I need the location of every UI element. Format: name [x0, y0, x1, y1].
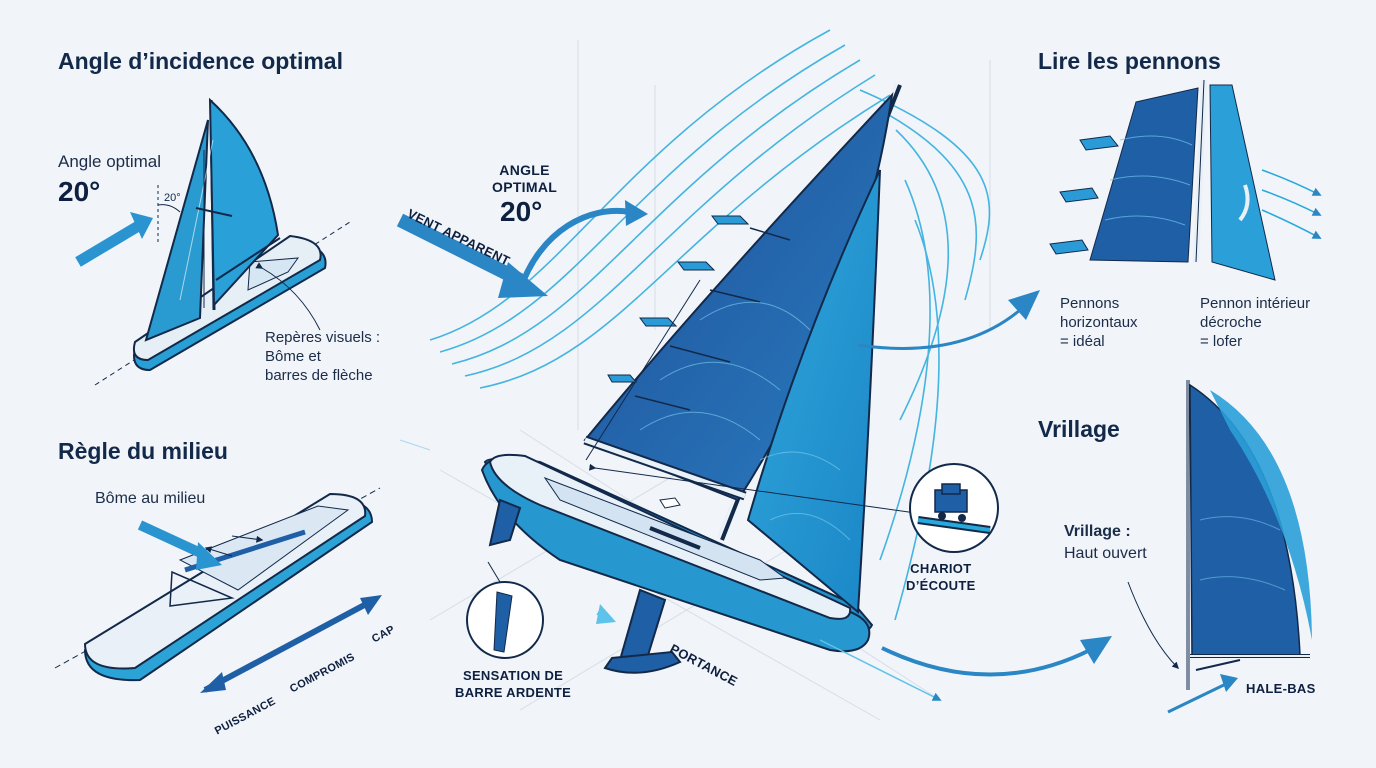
vrillage-title: Vrillage [1038, 416, 1120, 442]
incidence-boat [75, 97, 351, 386]
main-boat [396, 29, 999, 701]
pennons-illustration [857, 79, 1322, 350]
vrillage-label-bold: Vrillage : [1064, 523, 1131, 540]
boom-middle-label: Bôme au milieu [95, 490, 206, 507]
pennons-title: Lire les pennons [1038, 48, 1221, 74]
helm-feeling-label: SENSATION DE BARRE ARDENTE [455, 668, 572, 700]
milieu-boat [54, 487, 382, 693]
vang-label: HALE-BAS [1246, 681, 1316, 696]
optimal-angle-label: Angle optimal [58, 152, 162, 171]
main-angle-value: 20° [500, 196, 543, 227]
vrillage-illustration [881, 380, 1312, 714]
pennons-ideal-label: Pennons horizontaux = idéal [1060, 295, 1138, 350]
visual-cues-note: Repères visuels : Bôme et barres de flèc… [265, 329, 381, 384]
vrillage-label: Haut ouvert [1064, 545, 1147, 562]
main-angle-label: ANGLE OPTIMAL [492, 162, 558, 195]
optimal-angle-value: 20° [58, 176, 101, 207]
pennons-luff-label: Pennon intérieur décroche = lofer [1200, 295, 1311, 350]
traveller-label: CHARIOT D’ÉCOUTE [906, 561, 976, 593]
milieu-title: Règle du milieu [58, 438, 228, 464]
incidence-title: Angle d’incidence optimal [58, 48, 343, 74]
small-angle-label: 20° [164, 192, 181, 204]
